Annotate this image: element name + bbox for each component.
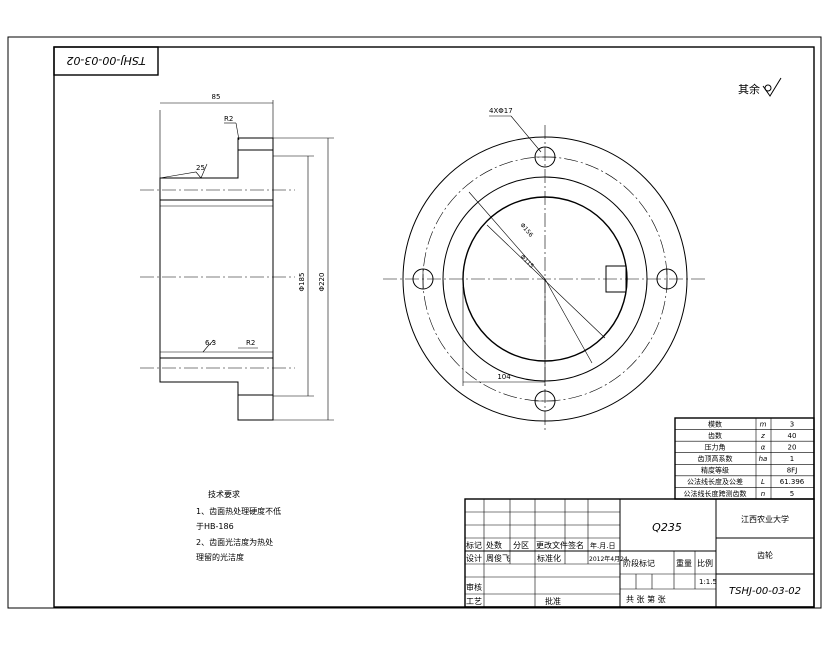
tb-school: 江西农业大学	[741, 514, 789, 524]
param-name: 齿顶高系数	[698, 454, 733, 463]
roughness-note: 其余	[738, 77, 782, 97]
parameter-table: 模数 m 3 齿数 z 40 压力角 α 20 齿顶高系数 ha 1 精度等级 8FJ 公法线长度及公差 L 6…	[674, 417, 815, 500]
dim-104: 104	[497, 373, 511, 381]
param-name: 模数	[708, 419, 722, 428]
tb-stage: 阶段标记	[623, 558, 655, 568]
tb-mark: 标记	[466, 540, 482, 550]
param-symbol: n	[761, 490, 765, 498]
param-symbol: ha	[759, 455, 768, 463]
tb-scale-value: 1:1.5	[699, 578, 717, 586]
tb-material: Q235	[652, 521, 682, 534]
dim-r2-bottom: R2	[246, 339, 255, 347]
rough-25: 25	[196, 164, 205, 172]
param-value: 40	[788, 432, 797, 440]
section-view: 85 R2 25 6.3 R2 Φ185 Φ220	[140, 93, 334, 421]
dim-185: Φ185	[298, 273, 306, 292]
tech-item: 理留的光洁度	[196, 552, 244, 562]
lower-hatch	[159, 357, 274, 396]
tb-count: 处数	[486, 540, 502, 550]
tb-standard: 标准化	[537, 553, 561, 563]
inner-border	[53, 46, 815, 608]
param-value: 1	[790, 455, 794, 463]
param-symbol: α	[761, 443, 766, 451]
roughness-note-text: 其余	[738, 82, 760, 96]
param-name: 公法线长度及公差	[687, 477, 743, 486]
param-symbol: L	[761, 478, 765, 486]
tb-change-doc: 更改文件	[536, 540, 568, 550]
tb-designer: 周俊飞	[486, 553, 510, 563]
tb-part-name: 齿轮	[757, 550, 773, 560]
param-symbol: z	[760, 432, 765, 440]
dim-220: Φ220	[318, 273, 326, 292]
keyway	[605, 265, 627, 293]
title-block: 标记 处数 分区 更改文件 签名 年.月.日 设计 周俊飞 标准化 2012年4…	[464, 498, 815, 608]
top-tooth	[237, 137, 274, 151]
tb-sign: 签名	[568, 540, 584, 550]
tb-review: 审核	[466, 582, 482, 592]
technical-requirements: 技术要求 1、齿面热处理硬度不低 于HB-186 2、齿面光洁度为热处 理留的光…	[196, 489, 281, 562]
dim-holes: 4XΦ17	[489, 107, 513, 115]
tech-heading: 技术要求	[208, 489, 240, 499]
tb-approve: 批准	[545, 596, 561, 606]
dim-85: 85	[212, 93, 221, 101]
param-value: 3	[790, 420, 794, 428]
tb-weight: 重量	[676, 558, 692, 568]
outer-circle	[402, 136, 688, 422]
tb-drawing-no: TSHJ-00-03-02	[729, 586, 801, 597]
tb-zone: 分区	[513, 541, 529, 550]
outer-border	[7, 36, 822, 609]
tb-date: 年.月.日	[590, 541, 615, 550]
roughness-circle-icon	[764, 84, 772, 92]
param-name: 公法线长度跨测齿数	[684, 489, 747, 498]
dim-115: Φ115	[519, 253, 536, 270]
param-name: 精度等级	[701, 466, 729, 475]
tb-sheets: 共 张 第 张	[626, 594, 666, 604]
param-value: 5	[790, 490, 794, 498]
dim-156: Φ156	[518, 222, 534, 239]
param-name: 齿数	[708, 431, 722, 440]
tb-process: 工艺	[466, 597, 482, 606]
rotated-code-box: TSHJ-00-03-02	[53, 46, 159, 76]
tech-item: 于HB-186	[196, 522, 234, 531]
dim-r2-top: R2	[224, 115, 233, 123]
param-value: 8FJ	[787, 467, 798, 475]
tb-scale-label: 比例	[697, 558, 713, 568]
rough-6-3: 6.3	[205, 339, 216, 347]
tech-item: 2、齿面光洁度为热处	[196, 537, 273, 547]
param-symbol: m	[760, 420, 767, 428]
bottom-tooth	[237, 394, 274, 421]
tb-design-date: 2012年4月24	[589, 555, 628, 563]
param-value: 61.396	[780, 478, 805, 486]
rotated-code-text: TSHJ-00-03-02	[66, 54, 145, 67]
tb-design-label: 设计	[466, 553, 482, 563]
param-name: 压力角	[705, 442, 726, 451]
tech-item: 1、齿面热处理硬度不低	[196, 506, 281, 516]
front-view: 4XΦ17 Φ156 Φ115 104	[383, 107, 708, 430]
param-value: 20	[788, 443, 797, 451]
